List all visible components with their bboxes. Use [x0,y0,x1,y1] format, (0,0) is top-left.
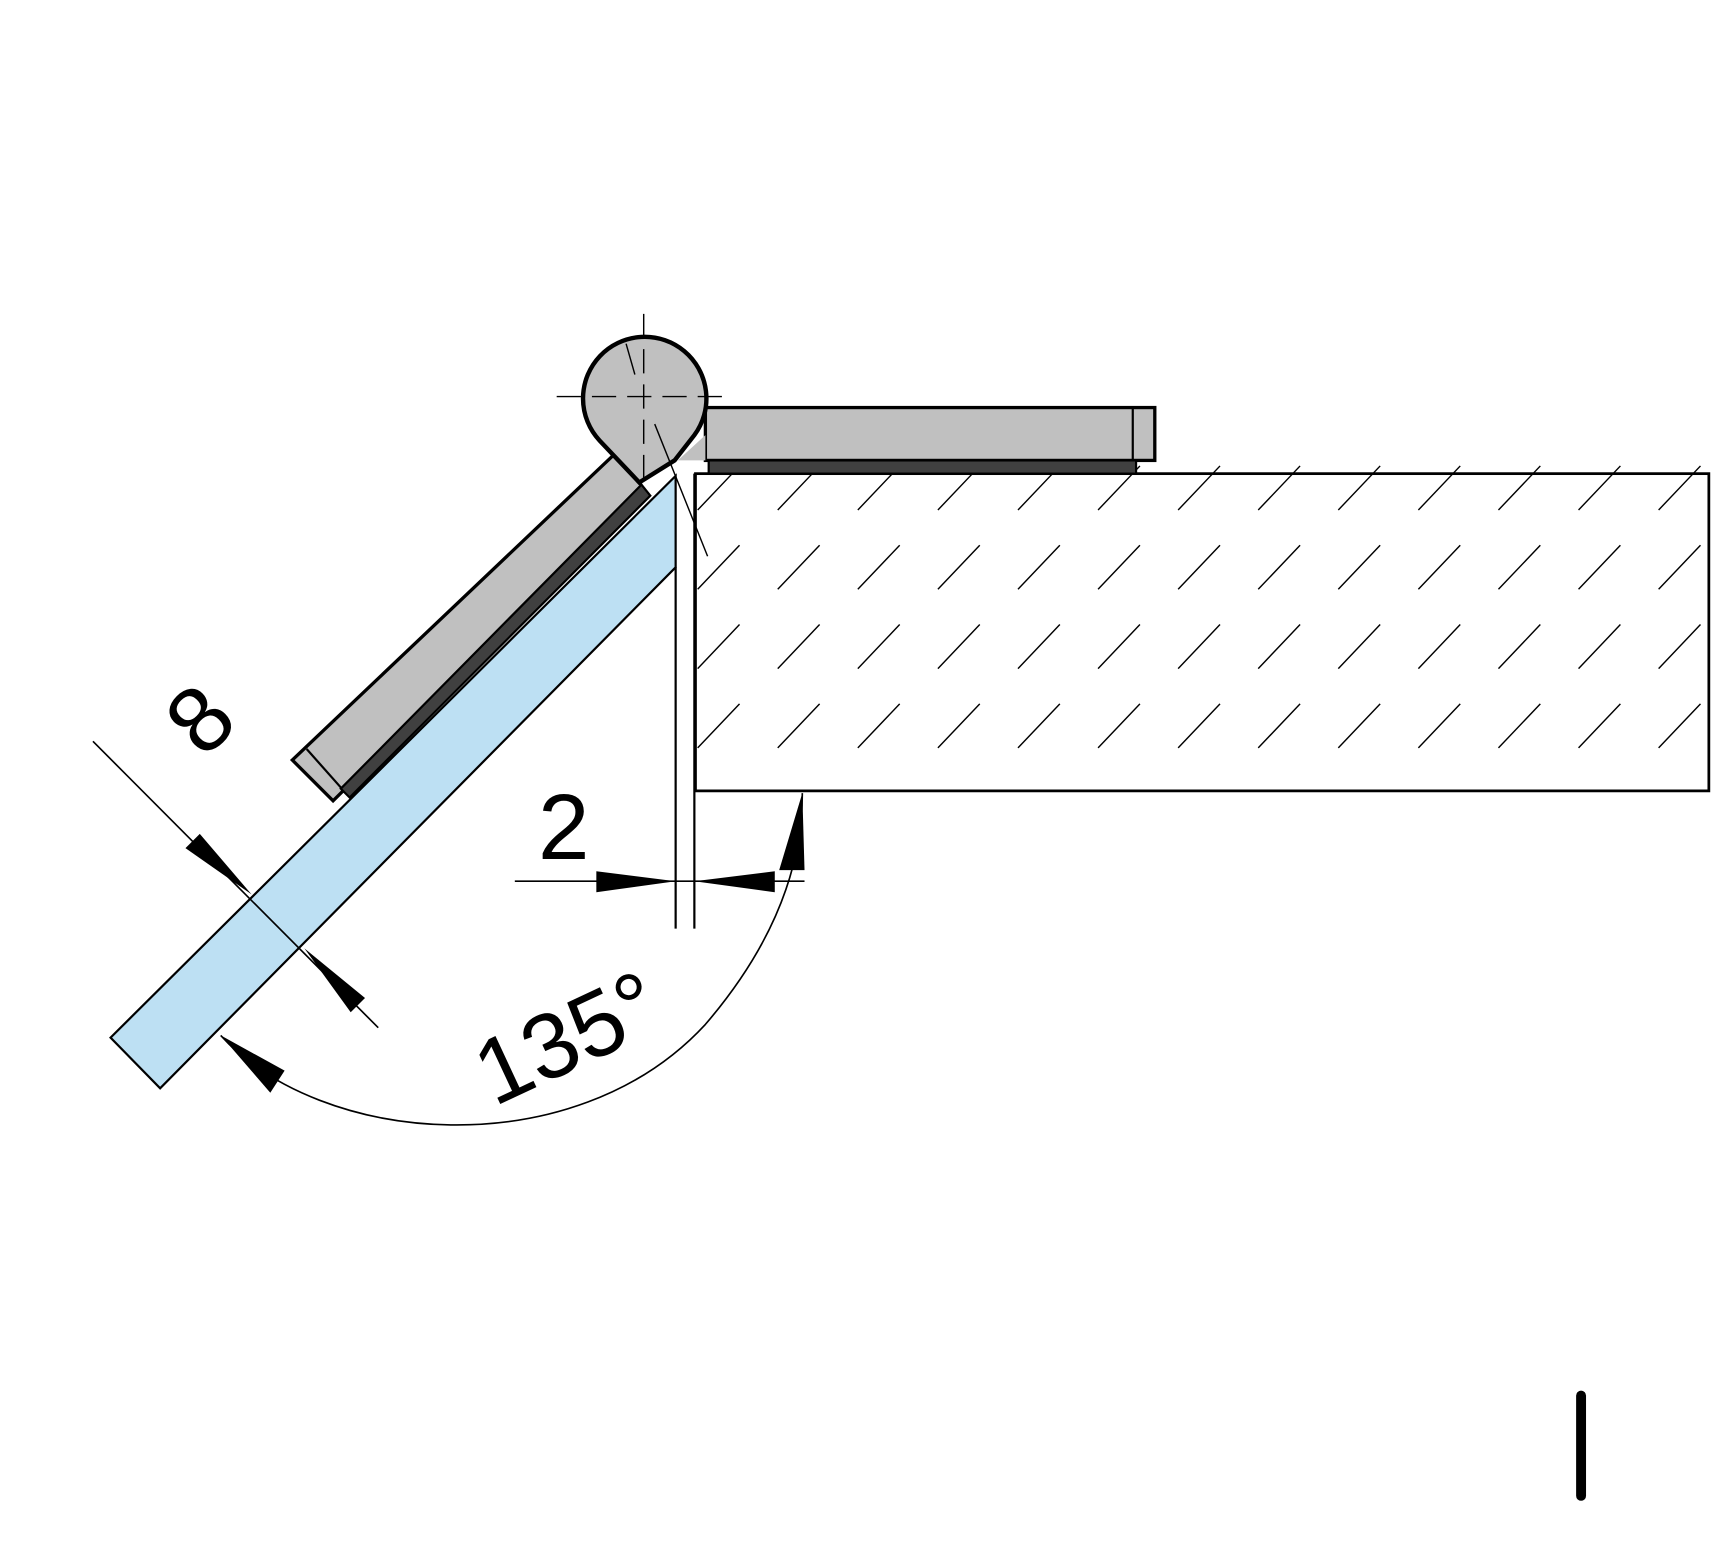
hatch-line [777,703,821,749]
hatch-line [1257,703,1301,749]
hatch-line [1658,544,1701,590]
hatch-line [937,703,981,749]
hatch-line [857,544,901,590]
hatch-line [1257,465,1301,511]
hatch-line [1097,544,1141,590]
hatch-line [1177,465,1221,511]
hatch-line [1337,703,1381,749]
wall-hatching [697,465,1701,749]
hatch-line [1417,544,1461,590]
hatch-line [1578,703,1621,749]
hatch-line [1177,624,1221,670]
thickness-dimension-label: 8 [145,664,255,774]
hatch-line [1658,703,1701,749]
hatch-line [1337,544,1381,590]
hatch-line [1497,703,1541,749]
hatch-line [1578,465,1621,511]
hatch-line [857,703,901,749]
hatch-line [937,544,981,590]
gap-dimension-label: 2 [538,775,589,879]
hatch-line [1658,624,1701,670]
hatch-line [1097,624,1141,670]
hatch-line [1257,544,1301,590]
hatch-line [1017,703,1061,749]
hatch-line [1497,544,1541,590]
hatch-line [1177,544,1221,590]
hinge-leaf-wall-side [677,405,1157,475]
hatch-line [937,624,981,670]
hatch-line [1097,703,1141,749]
hatch-line [1417,703,1461,749]
hinge-knuckle [580,334,709,486]
hatch-line [1017,544,1061,590]
hatch-line [777,624,821,670]
hatch-line [1578,544,1621,590]
hatch-line [1337,624,1381,670]
hatch-line [1417,465,1461,511]
hatch-line [1017,624,1061,670]
center-mark [556,313,731,557]
hatch-line [1337,465,1381,511]
hatch-line [1658,465,1701,511]
fixed-wall-block [694,465,1711,793]
glass-door-panel [109,473,677,1090]
hatch-line [777,544,821,590]
hatch-line [1177,703,1221,749]
hatch-line [697,624,741,670]
hatch-line [697,544,741,590]
hatch-line [1497,624,1541,670]
gap-dimension: 2 [514,775,805,893]
hatch-line [857,624,901,670]
hatch-line [1578,624,1621,670]
hatch-line [1257,624,1301,670]
hatch-line [1417,624,1461,670]
gasket-wall-side [707,459,1138,475]
hatch-line [697,703,741,749]
gasket-door-side [339,483,652,800]
hatch-line [1497,465,1541,511]
hinge-leaf-door-side [289,446,652,804]
angle-dimension-label: 135° [458,950,675,1125]
